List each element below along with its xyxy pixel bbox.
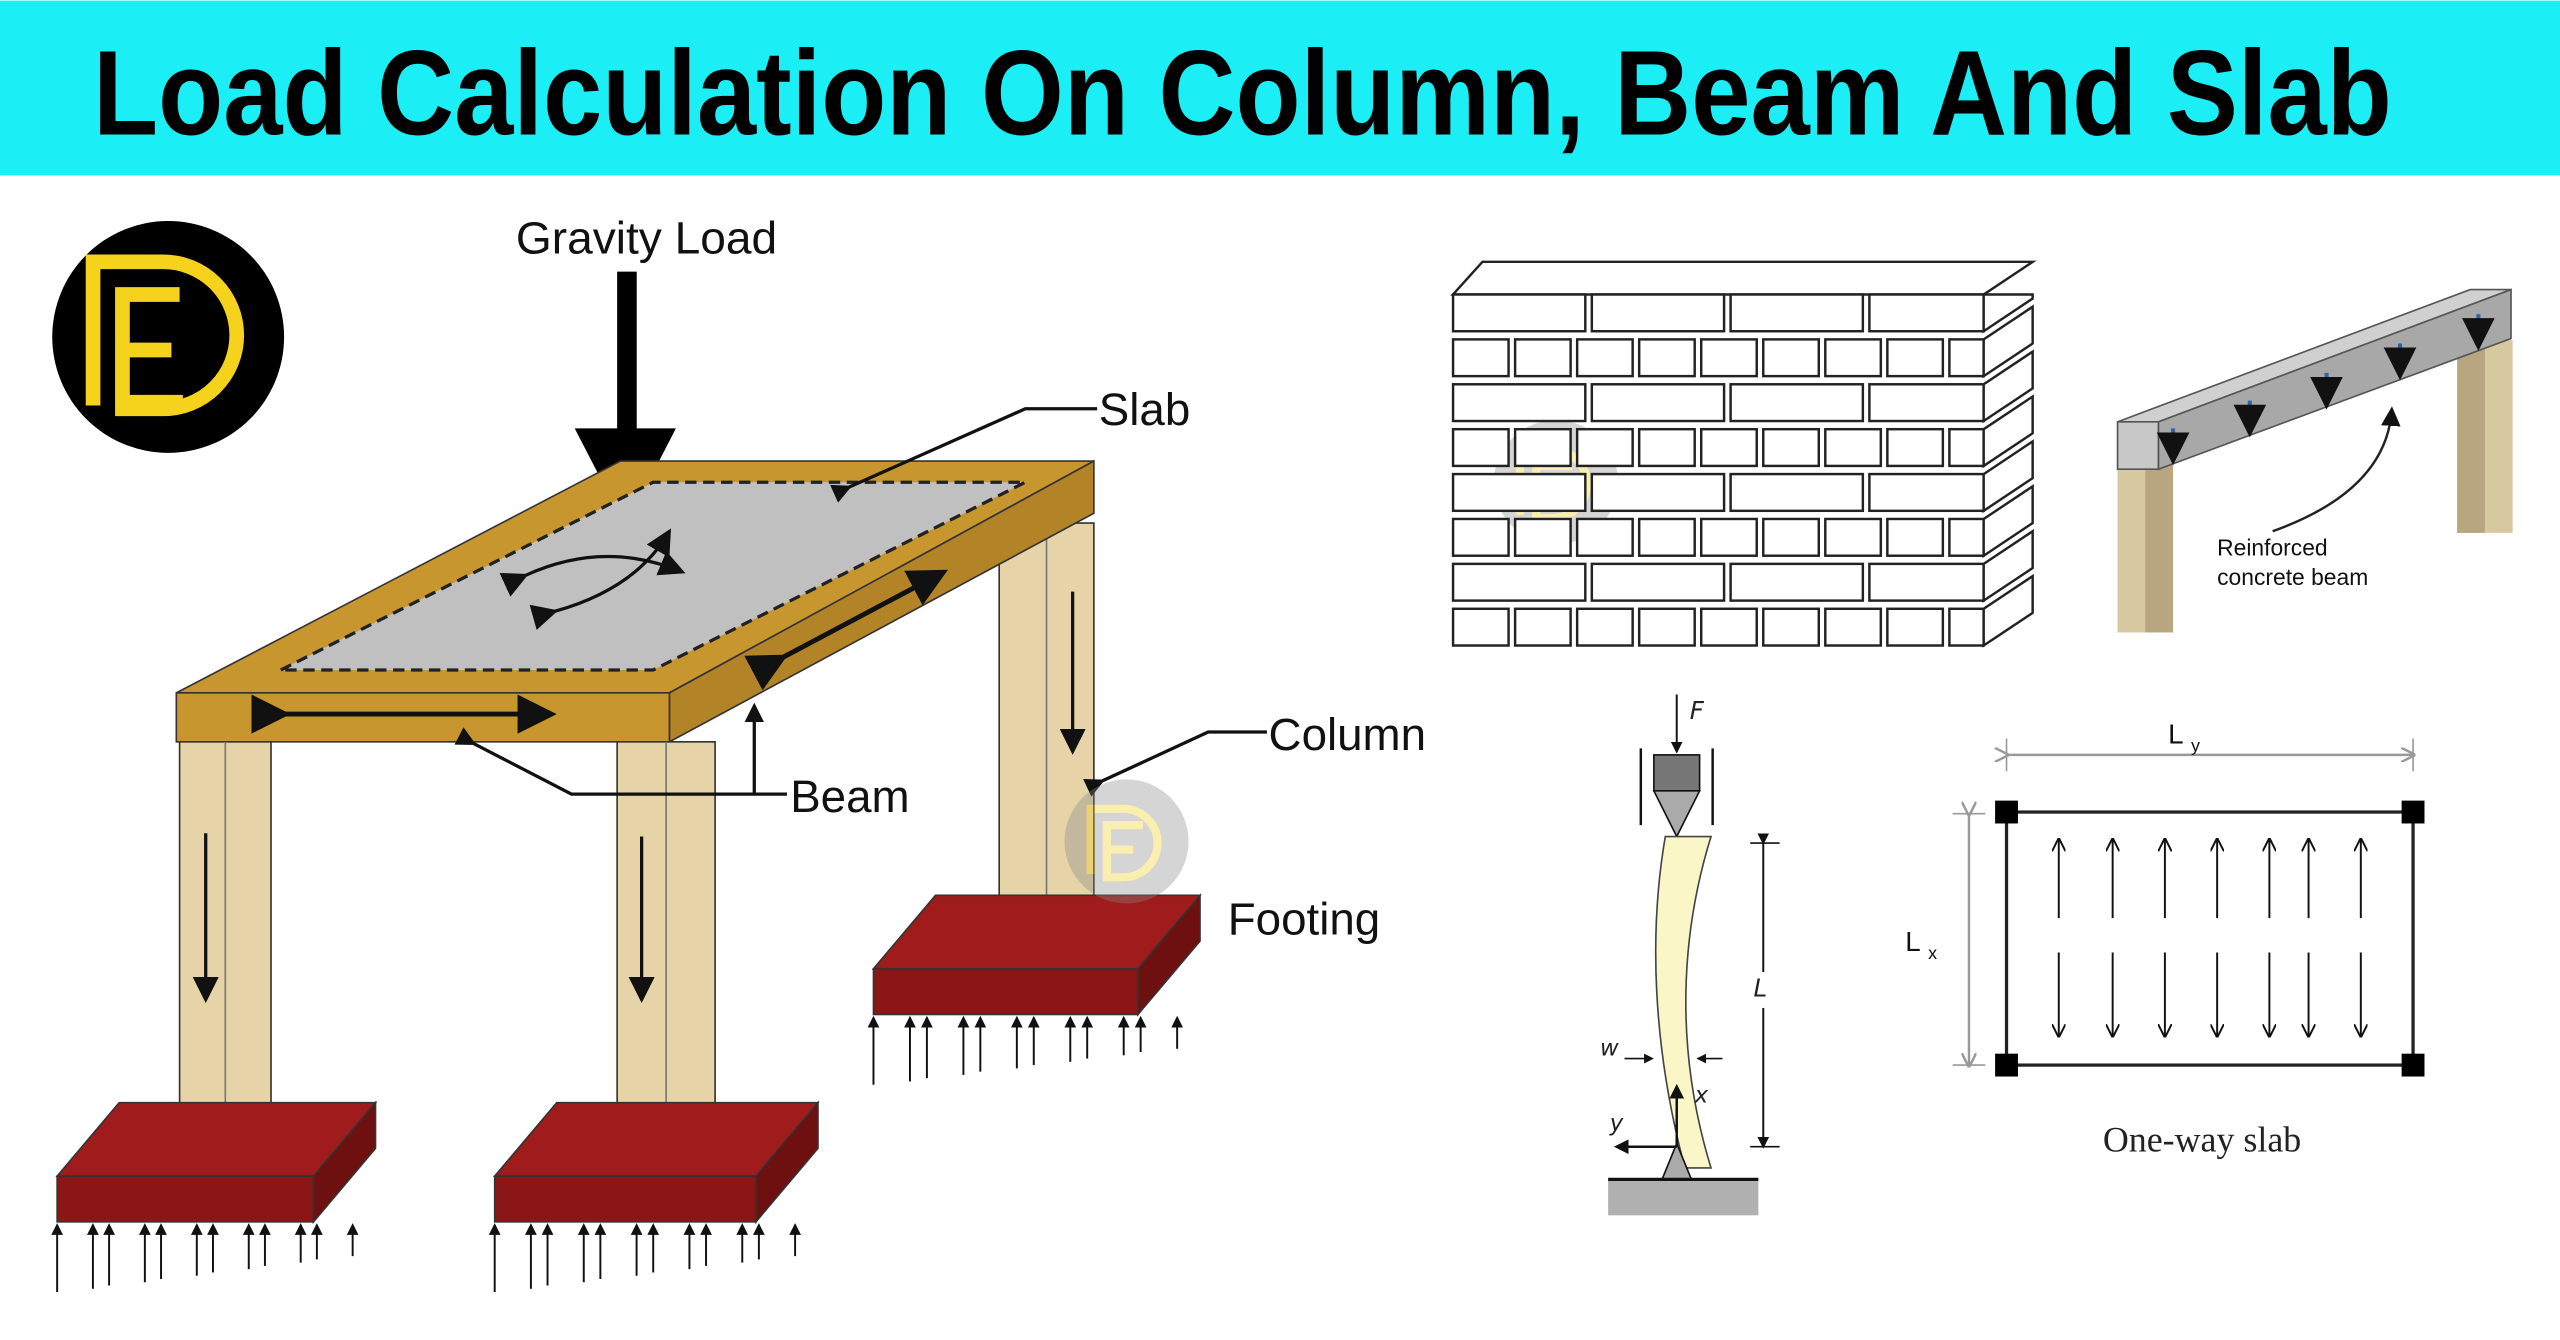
brick: [1575, 427, 1634, 468]
brick: [1700, 427, 1758, 468]
brick: [1700, 607, 1758, 647]
brick: [1886, 338, 1945, 378]
brick: [1868, 562, 1985, 602]
ly-label: L: [2168, 718, 2183, 749]
column-buckling-diagram: F L w x y: [1600, 694, 1780, 1216]
brick: [1637, 338, 1696, 378]
rc-beam-diagram: Reinforced concrete beam: [2116, 288, 2513, 633]
brick: [1513, 517, 1572, 557]
brand-logo: [52, 221, 285, 453]
brick: [1868, 383, 1985, 423]
brick: [1886, 517, 1945, 557]
brick: [1575, 517, 1634, 557]
brick: [1762, 427, 1820, 468]
brick: [1700, 338, 1758, 378]
brick: [1729, 293, 1865, 333]
brick: [1575, 607, 1634, 647]
brick: [1700, 517, 1758, 557]
brick: [1451, 517, 1510, 557]
width-label: w: [1600, 1035, 1619, 1061]
lx-label: L: [1905, 926, 1920, 957]
brick: [1513, 427, 1572, 468]
brick: [1513, 338, 1572, 378]
brick: [1590, 293, 1726, 333]
brick: [1824, 338, 1883, 378]
force-label: F: [1690, 696, 1705, 725]
brick: [1824, 427, 1883, 468]
y-axis-label: y: [1609, 1110, 1624, 1136]
brick: [1590, 472, 1726, 513]
column-front-left: [178, 741, 272, 1155]
brick: [1868, 472, 1985, 513]
footing-label: Footing: [1228, 893, 1380, 944]
brick: [1729, 562, 1865, 602]
column-label: Column: [1269, 709, 1426, 760]
brick: [1513, 607, 1572, 647]
brick: [1762, 607, 1820, 647]
brick: [1948, 338, 1985, 378]
brick: [1451, 338, 1510, 378]
brick: [1762, 517, 1820, 557]
beam-caption-line2: concrete beam: [2217, 564, 2368, 590]
footing-1: [51, 1100, 378, 1293]
length-label: L: [1753, 974, 1767, 1003]
footing-3: [867, 893, 1202, 1085]
brick: [1590, 383, 1726, 423]
brick: [1451, 607, 1510, 647]
brick: [1575, 338, 1634, 378]
brick: [1948, 607, 1985, 647]
brick: [1948, 427, 1985, 468]
brick: [1824, 607, 1883, 647]
footing-2: [488, 1100, 820, 1293]
brick: [1868, 293, 1985, 333]
brick: [1637, 517, 1696, 557]
footings: [51, 893, 1202, 1293]
slab-caption: One-way slab: [2103, 1120, 2301, 1160]
brick: [1451, 427, 1510, 468]
brick: [1590, 562, 1726, 602]
page-title: Load Calculation On Column, Beam And Sla…: [93, 25, 2392, 160]
gravity-load-label: Gravity Load: [516, 213, 777, 264]
one-way-slab-diagram: L y L x One-way slab: [1905, 718, 2425, 1160]
brick: [1451, 383, 1587, 423]
brick: [1948, 517, 1985, 557]
brick: [1824, 517, 1883, 557]
brick: [1886, 607, 1945, 647]
beam-caption-line1: Reinforced: [2217, 535, 2327, 561]
brick: [1637, 607, 1696, 647]
slab-label: Slab: [1099, 384, 1190, 435]
brick: [1451, 472, 1587, 513]
brick: [1451, 293, 1587, 333]
brick: [1451, 562, 1587, 602]
title-banner: [0, 0, 2560, 176]
brick: [1729, 472, 1865, 513]
ly-subscript: y: [2191, 736, 2200, 756]
brick: [1886, 427, 1945, 468]
lx-subscript: x: [1928, 943, 1937, 963]
brick: [1729, 383, 1865, 423]
beam-frame: [175, 459, 1095, 744]
column-front-middle: [616, 741, 716, 1155]
x-axis-label: x: [1694, 1083, 1709, 1109]
brick: [1762, 338, 1820, 378]
beam-label: Beam: [790, 771, 909, 822]
brick: [1637, 427, 1696, 468]
brick-wall: [1450, 260, 2037, 648]
